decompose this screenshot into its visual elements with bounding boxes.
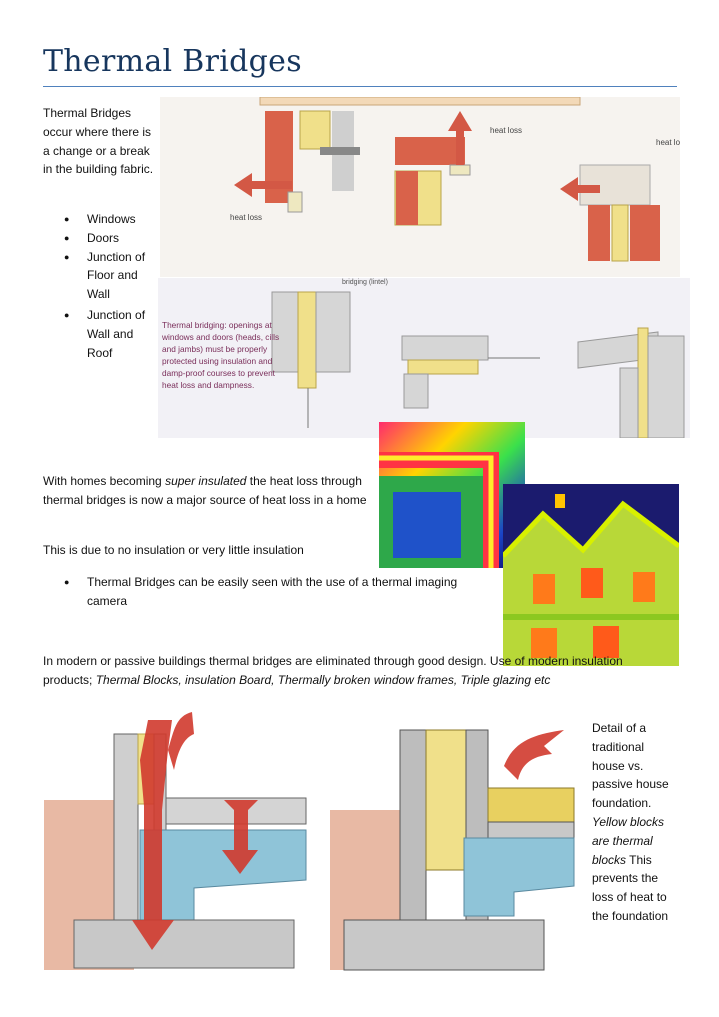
bullet-icon: ● xyxy=(64,577,70,587)
heat-loss-arrow xyxy=(168,712,194,770)
list-item: ●Thermal Bridges can be easily seen with… xyxy=(64,575,458,608)
lintel-detail xyxy=(401,335,540,409)
heat-loss-arrow-right xyxy=(560,177,600,201)
bullet-icon: ● xyxy=(64,251,70,262)
heat-loss-arrow-up xyxy=(448,111,472,165)
heat-loss-label: heat loss xyxy=(230,213,262,222)
heat-loss-arrow xyxy=(132,720,174,950)
bullet-icon: ● xyxy=(64,214,70,224)
passive-buildings-paragraph: In modern or passive buildings thermal b… xyxy=(43,654,623,687)
junction-roof-right xyxy=(579,164,660,262)
thermal-image-house xyxy=(503,484,679,666)
jamb-detail xyxy=(271,291,351,428)
heat-loss-label: heat loss xyxy=(490,126,522,135)
list-item: ●Junction of Wall and Roof xyxy=(64,307,146,360)
intro-text: Thermal Bridges occur where there is a c… xyxy=(43,106,154,177)
junction-window-left xyxy=(265,110,360,213)
foundation-comparison-sketch xyxy=(44,712,575,971)
insulation-paragraph: This is due to no insulation or very lit… xyxy=(43,543,304,557)
bullet-icon: ● xyxy=(64,309,70,320)
bridging-label: bridging (lintel) xyxy=(342,279,388,286)
bullet-icon: ● xyxy=(64,232,70,243)
heat-loss-junction-diagram: heat loss heat loss heat loss xyxy=(160,97,680,277)
heat-loss-arrow xyxy=(504,730,564,780)
foundation-caption: Detail of a traditional house vs. passiv… xyxy=(592,721,669,923)
bridging-caption: Thermal bridging: openings at windows an… xyxy=(162,320,280,390)
traditional-foundation xyxy=(44,712,307,970)
heat-loss-arrow xyxy=(222,800,258,874)
list-item: ●Windows xyxy=(64,210,157,229)
thermal-image-window xyxy=(379,422,525,568)
list-item: ●Junction of Floor and Wall xyxy=(64,249,146,302)
thermal-bridging-detail-diagram: bridging (lintel) xyxy=(158,278,690,438)
heat-loss-arrow-left xyxy=(234,173,292,197)
passive-foundation xyxy=(330,729,575,971)
heat-loss-label: heat loss xyxy=(656,138,680,147)
thermal-camera-list: ●Thermal Bridges can be easily seen with… xyxy=(64,573,487,611)
super-insulated-paragraph: With homes becoming super insulated the … xyxy=(43,474,367,507)
page-title: Thermal Bridges xyxy=(43,44,302,79)
bridge-location-list: ●Windows ●Doors ●Junction of Floor and W… xyxy=(64,210,157,362)
sill-detail xyxy=(577,327,685,438)
junction-floor-mid xyxy=(394,137,471,226)
list-item: ●Doors xyxy=(64,229,157,248)
title-underline xyxy=(43,86,677,87)
